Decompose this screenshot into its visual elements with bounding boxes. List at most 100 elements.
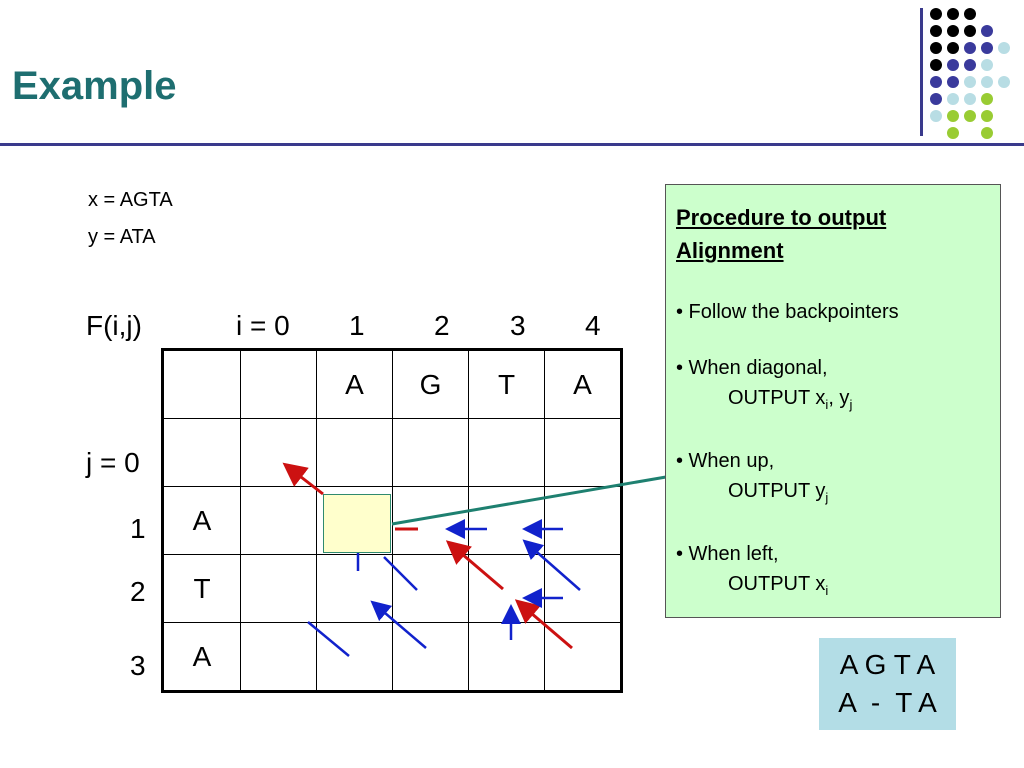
decor-dot xyxy=(981,76,993,88)
decor-dot xyxy=(964,8,976,20)
alignment-result: A G T A A - T A xyxy=(819,638,956,730)
table-row xyxy=(162,418,622,487)
side-letter: A xyxy=(162,622,241,692)
table-row: A G T A xyxy=(162,349,622,419)
title-underline xyxy=(0,143,1024,146)
output-text: OUTPUT y xyxy=(728,480,826,502)
path-arrow-diagonal xyxy=(282,462,324,496)
procedure-step-up: • When up, xyxy=(676,450,775,472)
slide-title: Example xyxy=(12,64,177,108)
procedure-output-diagonal: OUTPUT xi, yj xyxy=(676,383,990,420)
connector-line xyxy=(391,475,667,526)
header-letter: A xyxy=(544,349,622,419)
procedure-step-follow: • Follow the backpointers xyxy=(676,301,899,323)
decor-dot xyxy=(947,110,959,122)
header-letter: A xyxy=(316,349,393,419)
decor-dot xyxy=(947,76,959,88)
decor-dot xyxy=(981,110,993,122)
decor-dot xyxy=(964,110,976,122)
table-cell xyxy=(544,486,622,555)
procedure-output-up: OUTPUT yj xyxy=(676,476,990,513)
path-arrow-diagonal xyxy=(514,599,573,650)
decor-dot xyxy=(947,25,959,37)
sequence-x: x = AGTA xyxy=(88,189,173,211)
decor-dot xyxy=(947,8,959,20)
decor-dot xyxy=(930,42,942,54)
alignment-line-2: A - T A xyxy=(838,687,937,718)
decor-dot xyxy=(998,76,1010,88)
table-cell xyxy=(392,622,469,692)
table-cell xyxy=(544,554,622,623)
backpointer-arrow-diagonal xyxy=(307,621,350,657)
row-index-3: 3 xyxy=(130,650,146,681)
table-row: A xyxy=(162,622,622,692)
dp-table: A G T A A T A xyxy=(161,348,623,693)
decor-dot xyxy=(981,59,993,71)
subscript: i xyxy=(825,397,829,412)
procedure-step-diagonal: • When diagonal, xyxy=(676,357,828,379)
table-cell xyxy=(544,418,622,487)
side-letter: T xyxy=(162,554,241,623)
procedure-output-left: OUTPUT xi xyxy=(676,569,990,606)
decor-dot xyxy=(930,76,942,88)
row-index-1: 1 xyxy=(130,513,146,544)
decor-dot xyxy=(947,42,959,54)
procedure-title: Procedure to output Alignment xyxy=(676,201,990,267)
col-index-3: 3 xyxy=(510,310,526,341)
decor-dot xyxy=(930,110,942,122)
f-label: F(i,j) xyxy=(86,310,142,341)
decor-dot xyxy=(947,93,959,105)
output-text: , y xyxy=(828,387,850,409)
backpointer-arrow-diagonal xyxy=(370,600,427,649)
table-cell xyxy=(162,349,241,419)
subscript: j xyxy=(849,397,853,412)
decor-dot xyxy=(964,76,976,88)
output-text: OUTPUT x xyxy=(728,387,826,409)
path-arrow-diagonal xyxy=(445,540,504,591)
col-index-1: 1 xyxy=(349,310,365,341)
procedure-title-line2: Alignment xyxy=(676,238,784,263)
header-letter: G xyxy=(392,349,469,419)
col-index-0: i = 0 xyxy=(236,310,290,341)
decor-dot xyxy=(930,93,942,105)
highlighted-cell xyxy=(323,494,391,553)
col-index-2: 2 xyxy=(434,310,450,341)
decor-dot xyxy=(930,8,942,20)
table-cell xyxy=(392,418,469,487)
decor-dot xyxy=(981,25,993,37)
row-index-2: 2 xyxy=(130,576,146,607)
decor-dot xyxy=(964,93,976,105)
decor-dot xyxy=(930,25,942,37)
col-index-4: 4 xyxy=(585,310,601,341)
decor-dot xyxy=(964,59,976,71)
table-cell xyxy=(240,554,317,623)
decor-dot xyxy=(998,42,1010,54)
table-cell xyxy=(316,622,393,692)
output-text: OUTPUT x xyxy=(728,573,826,595)
decor-dot xyxy=(981,42,993,54)
decor-dot xyxy=(981,127,993,139)
header-letter: T xyxy=(468,349,545,419)
row-index-0: j = 0 xyxy=(86,447,140,478)
decor-dot xyxy=(947,59,959,71)
decor-dot xyxy=(930,59,942,71)
sequence-y: y = ATA xyxy=(88,226,156,248)
table-cell xyxy=(162,418,241,487)
table-cell xyxy=(240,622,317,692)
backpointer-arrow-diagonal xyxy=(522,539,581,591)
backpointer-arrow-diagonal xyxy=(383,556,418,591)
vertical-rule xyxy=(920,8,923,136)
subscript: i xyxy=(825,583,829,598)
decor-dot xyxy=(964,42,976,54)
procedure-title-line1: Procedure to output xyxy=(676,205,887,230)
side-letter: A xyxy=(162,486,241,555)
decor-dot xyxy=(947,127,959,139)
alignment-line-1: A G T A xyxy=(839,649,936,680)
subscript: j xyxy=(825,490,829,505)
table-cell xyxy=(240,349,317,419)
decor-dot xyxy=(964,25,976,37)
decor-dot xyxy=(981,93,993,105)
procedure-step-left: • When left, xyxy=(676,543,779,565)
procedure-box: Procedure to output Alignment • Follow t… xyxy=(665,184,1001,618)
